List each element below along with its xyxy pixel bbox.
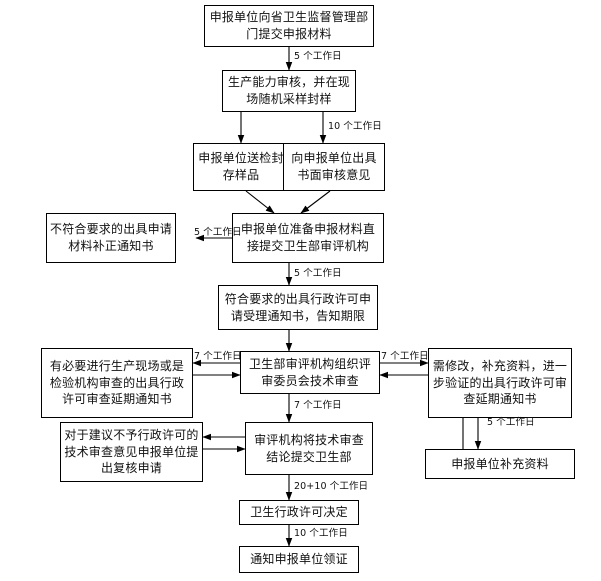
connector-n4-n6 <box>300 190 331 214</box>
node-label: 不符合要求的出具申请材料补正通知书 <box>50 222 173 253</box>
edge-label-n14-n15: 10 个工作日 <box>294 528 348 539</box>
node-label: 卫生行政许可决定 <box>250 505 348 520</box>
edge-label-n6-n5: 5 个工作日 <box>194 227 242 238</box>
node-expert-technical-review[interactable]: 卫生部审评机构组织评审委员会技术审查 <box>240 351 380 394</box>
node-label: 有必要进行生产现场或是检验机构审查的出具行政许可审查延期通知书 <box>49 359 185 407</box>
node-label: 通知申报单位领证 <box>250 552 348 567</box>
node-send-sealed-sample[interactable]: 申报单位送检封存样品 <box>193 143 289 191</box>
node-label: 申报单位补充资料 <box>451 456 549 471</box>
node-provincial-submission[interactable]: 申报单位向省卫生监督管理部门提交申报材料 <box>204 5 374 47</box>
edge-label-n12-n14: 20+10 个工作日 <box>294 481 369 492</box>
edge-label-n2-n4: 10 个工作日 <box>328 121 382 132</box>
node-label: 卫生部审评机构组织评审委员会技术审查 <box>248 356 371 388</box>
node-applicant-supplement-materials[interactable]: 申报单位补充资料 <box>425 449 575 479</box>
node-submit-conclusion-to-moh[interactable]: 审评机构将技术审查结论提交卫生部 <box>245 422 373 475</box>
node-written-review-opinion[interactable]: 向申报单位出具书面审核意见 <box>283 143 385 191</box>
node-label: 需修改，补充资料，进一步验证的出具行政许可审查延期通知书 <box>432 359 568 407</box>
node-correction-notice[interactable]: 不符合要求的出具申请材料补正通知书 <box>46 213 176 263</box>
edge-label-n10-n13: 5 个工作日 <box>487 417 535 428</box>
connector-n3-n6 <box>245 190 275 214</box>
node-label: 符合要求的出具行政许可申请受理通知书，告知期限 <box>224 291 372 323</box>
node-administrative-decision[interactable]: 卫生行政许可决定 <box>239 500 359 525</box>
node-label: 审评机构将技术审查结论提交卫生部 <box>254 432 364 464</box>
node-supplement-extension-notice[interactable]: 需修改，补充资料，进一步验证的出具行政许可审查延期通知书 <box>428 348 572 418</box>
node-label: 申报单位向省卫生监督管理部门提交申报材料 <box>209 10 369 41</box>
node-label: 对于建议不予行政许可的技术审查意见申报单位提出复核申请 <box>64 428 199 476</box>
edge-label-n9-n10: 7 个工作日 <box>381 351 429 362</box>
node-prepare-and-submit-to-moh[interactable]: 申报单位准备申报材料直接提交卫生部审评机构 <box>232 213 384 263</box>
node-reconsideration-request[interactable]: 对于建议不予行政许可的技术审查意见申报单位提出复核申请 <box>60 422 203 482</box>
node-label: 申报单位送检封存样品 <box>198 151 284 182</box>
edge-label-n9-n8: 7 个工作日 <box>194 351 242 362</box>
node-label: 向申报单位出具书面审核意见 <box>291 151 377 182</box>
node-label: 生产能力审核，并在现场随机采样封样 <box>227 75 350 106</box>
node-notify-collect-certificate[interactable]: 通知申报单位领证 <box>239 546 359 573</box>
node-onsite-inspection-extension-notice[interactable]: 有必要进行生产现场或是检验机构审查的出具行政许可审查延期通知书 <box>41 348 193 418</box>
edge-label-n6-n7: 5 个工作日 <box>294 268 342 279</box>
edge-label-n9-n12: 7 个工作日 <box>294 400 342 411</box>
edge-label-n1-n2: 5 个工作日 <box>294 51 342 62</box>
node-capacity-review[interactable]: 生产能力审核，并在现场随机采样封样 <box>222 70 356 112</box>
node-acceptance-notice[interactable]: 符合要求的出具行政许可申请受理通知书，告知期限 <box>218 285 378 330</box>
node-label: 申报单位准备申报材料直接提交卫生部审评机构 <box>240 222 376 253</box>
